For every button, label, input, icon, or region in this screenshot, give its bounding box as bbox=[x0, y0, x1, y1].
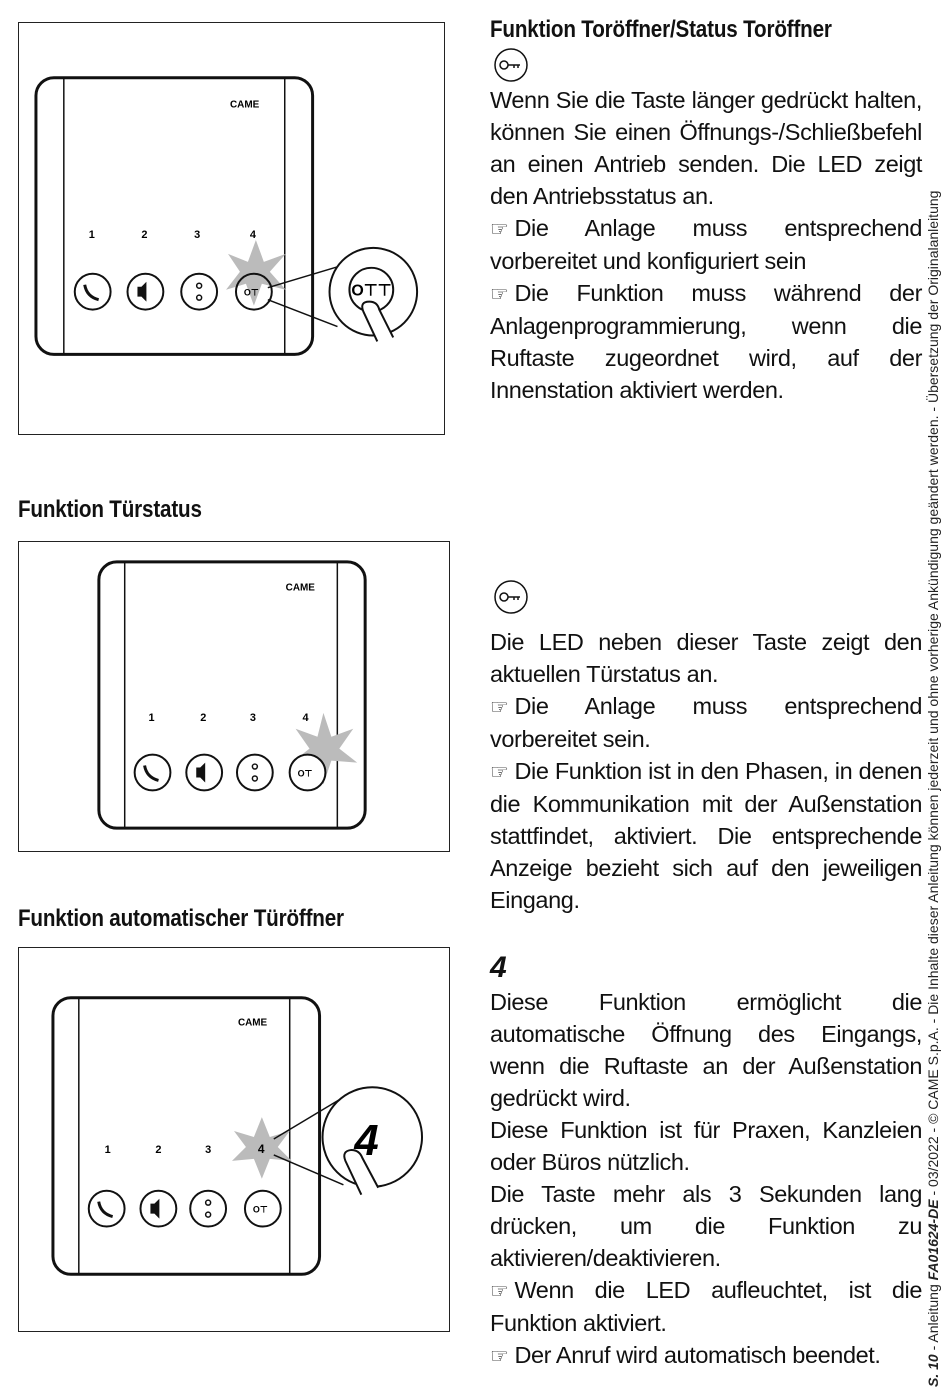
section3-body2: Diese Funktion ist für Praxen, Kanzleien… bbox=[490, 1117, 922, 1175]
svg-text:1: 1 bbox=[149, 712, 155, 724]
page-number: S. 10 bbox=[925, 1354, 941, 1387]
section3-body3: Die Taste mehr als 3 Sekunden lang drück… bbox=[490, 1181, 922, 1271]
pointing-hand-icon: ☞ bbox=[490, 282, 509, 306]
svg-text:O⊤: O⊤ bbox=[244, 288, 259, 298]
svg-text:3: 3 bbox=[250, 712, 256, 724]
svg-text:3: 3 bbox=[194, 229, 200, 241]
section3-note1: Wenn die LED aufleuchtet, ist die Funkti… bbox=[490, 1277, 922, 1336]
section1-body: Wenn Sie die Taste länger gedrückt halte… bbox=[490, 87, 922, 209]
figure-door-opener: CAME 1 2 3 4 O⊤ O⊤⊤ bbox=[18, 22, 445, 435]
section2-text: Die LED neben dieser Taste zeigt den akt… bbox=[490, 578, 922, 916]
figure-door-status: CAME 1 2 3 4 O⊤ bbox=[18, 541, 450, 852]
svg-text:3: 3 bbox=[205, 1144, 211, 1156]
section3-body1: Diese Funktion ermöglicht die automatisc… bbox=[490, 989, 922, 1111]
svg-text:O⊤⊤: O⊤⊤ bbox=[351, 283, 391, 300]
intercom-illustration: CAME 1 2 3 4 O⊤ 4 bbox=[51, 996, 424, 1276]
section3-note2: Der Anruf wird automatisch beendet. bbox=[514, 1342, 881, 1368]
svg-text:2: 2 bbox=[200, 712, 206, 724]
section1-text: Funktion Toröffner/Status Toröffner Wenn… bbox=[490, 14, 922, 406]
legal-notice: - 03/2022 - © CAME S.p.A. - Die Inhalte … bbox=[925, 190, 941, 1196]
intercom-illustration: CAME 1 2 3 4 O⊤ O⊤⊤ bbox=[34, 76, 419, 356]
svg-text:1: 1 bbox=[105, 1144, 111, 1156]
section3-text: 4 Diese Funktion ermöglicht die automati… bbox=[490, 950, 922, 1372]
key-icon bbox=[494, 580, 528, 614]
pointing-hand-icon: ☞ bbox=[490, 695, 509, 719]
section2-title: Funktion Türstatus bbox=[18, 496, 202, 523]
svg-text:O⊤: O⊤ bbox=[253, 1205, 268, 1215]
section2-note2: Die Funktion ist in den Phasen, in denen… bbox=[490, 758, 922, 913]
pointing-hand-icon: ☞ bbox=[490, 1344, 509, 1368]
section1-note1: Die Anlage muss entsprechend vorbereitet… bbox=[490, 215, 922, 274]
brand-label: CAME bbox=[230, 100, 260, 111]
svg-text:4: 4 bbox=[250, 229, 257, 241]
brand-label: CAME bbox=[238, 1018, 268, 1029]
document-code: FA01624-DE bbox=[925, 1199, 941, 1281]
section1-title: Funktion Toröffner/Status Toröffner bbox=[490, 16, 832, 43]
section3-title: Funktion automatischer Türöffner bbox=[18, 905, 344, 932]
brand-label: CAME bbox=[286, 583, 316, 594]
key-icon bbox=[494, 48, 528, 82]
svg-text:4: 4 bbox=[303, 712, 309, 724]
manual-prefix: - Anleitung bbox=[925, 1284, 941, 1351]
svg-text:1: 1 bbox=[89, 229, 95, 241]
section2-note1: Die Anlage muss entsprechend vorbereitet… bbox=[490, 693, 922, 752]
pointing-hand-icon: ☞ bbox=[490, 217, 509, 241]
svg-text:2: 2 bbox=[155, 1144, 161, 1156]
svg-text:2: 2 bbox=[141, 229, 147, 241]
key-4-label: 4 bbox=[490, 951, 507, 984]
intercom-illustration: CAME 1 2 3 4 O⊤ bbox=[97, 560, 367, 830]
svg-text:4: 4 bbox=[258, 1142, 265, 1156]
section2-body: Die LED neben dieser Taste zeigt den akt… bbox=[490, 629, 922, 687]
pointing-hand-icon: ☞ bbox=[490, 1279, 509, 1303]
svg-text:O⊤: O⊤ bbox=[298, 768, 313, 778]
vertical-footer: S. 10 - Anleitung FA01624-DE - 03/2022 -… bbox=[925, 7, 941, 1387]
section1-note2: Die Funktion muss während der Anlagenpro… bbox=[490, 280, 922, 403]
pointing-hand-icon: ☞ bbox=[490, 760, 509, 784]
figure-auto-door-opener: CAME 1 2 3 4 O⊤ 4 bbox=[18, 947, 450, 1332]
